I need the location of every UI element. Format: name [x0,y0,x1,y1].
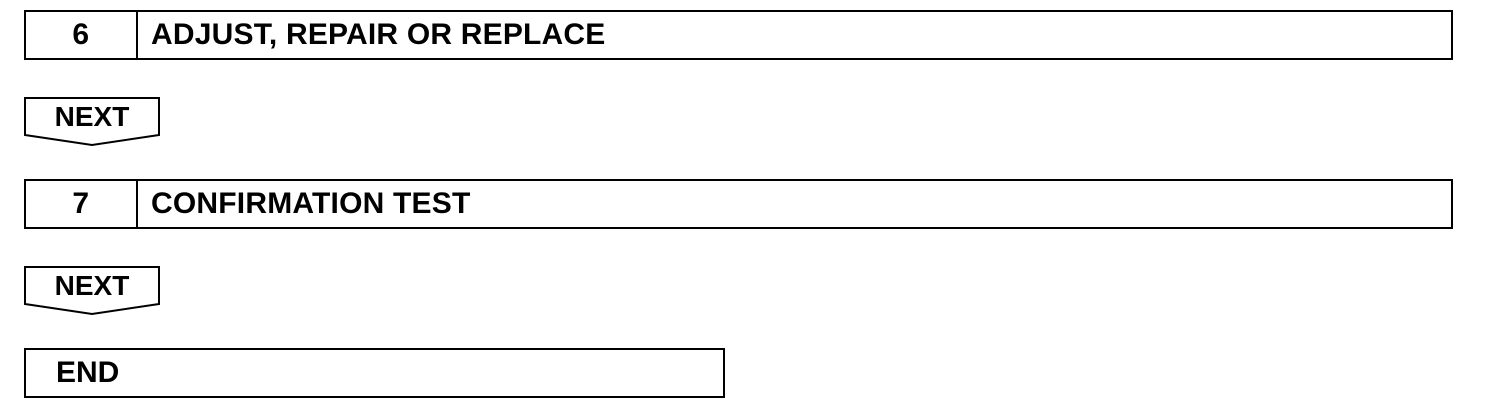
next-label: NEXT [54,270,130,301]
next-arrow-shape [24,97,160,147]
next-arrow: NEXT [24,97,160,147]
step-title: CONFIRMATION TEST [151,187,471,220]
step-6-box: 6 ADJUST, REPAIR OR REPLACE [24,10,1453,60]
step-title: ADJUST, REPAIR OR REPLACE [151,18,606,51]
next-label: NEXT [54,101,130,132]
next-arrow-shape [24,266,160,316]
step-number: 6 [26,12,138,58]
end-label: END [56,356,120,389]
step-7-box: 7 CONFIRMATION TEST [24,179,1453,229]
step-number: 7 [26,181,138,227]
next-arrow: NEXT [24,266,160,316]
end-box: END [24,348,725,398]
